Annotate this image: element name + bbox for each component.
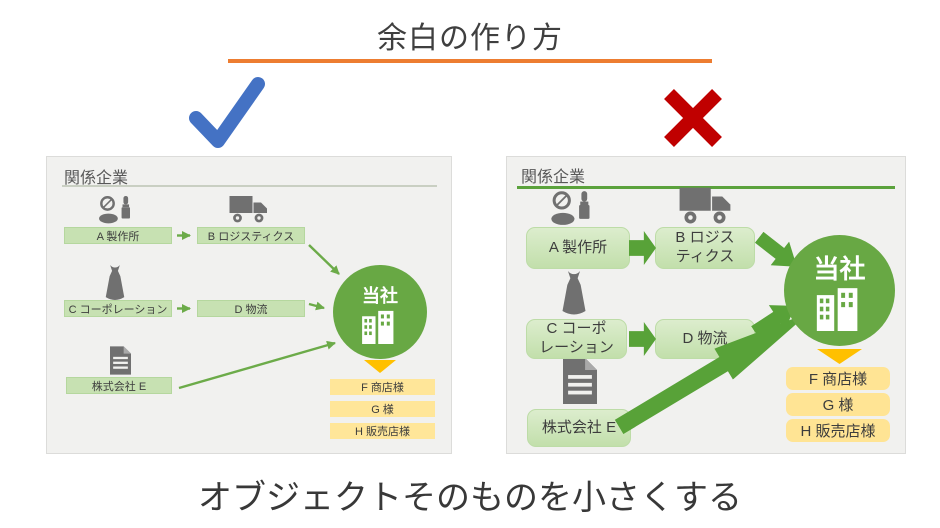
arrow-c-to-d (629, 322, 656, 356)
arrow-d-to-company (308, 301, 325, 311)
truck-icon (229, 194, 269, 225)
node-a-box: A 製作所 (526, 227, 630, 269)
arrow-b-to-company (308, 244, 340, 275)
node-b-box: B ロジス ティクス (655, 227, 755, 269)
page-title: 余白の作り方 (377, 22, 563, 55)
cross-icon (662, 87, 724, 149)
customer-h-box: H 販売店様 (786, 419, 890, 442)
buildings-icon (814, 287, 866, 331)
node-c-box: C コーポレーション (64, 300, 172, 317)
customer-f-box: F 商店様 (786, 367, 890, 390)
document-icon (563, 357, 597, 405)
cosmetics-icon (547, 190, 595, 227)
customer-g-box: G 様 (330, 401, 435, 417)
customer-g-box: G 様 (786, 393, 890, 416)
good-header-rule (62, 185, 437, 187)
company-label: 当社 (813, 254, 866, 284)
node-e-box: 株式会社 E (66, 377, 172, 394)
truck-icon (678, 185, 734, 227)
dress-icon (102, 265, 128, 302)
node-d-box: D 物流 (197, 300, 305, 317)
page-caption: オブジェクトそのものを小さくする (198, 479, 742, 517)
arrow-e-to-company (178, 340, 336, 390)
customer-f-box: F 商店様 (330, 379, 435, 395)
company-circle: 当社 (333, 265, 427, 359)
check-icon (186, 76, 268, 152)
down-triangle-icon (817, 349, 862, 364)
good-panel-header: 関係企業 (64, 170, 129, 187)
node-b-box: B ロジスティクス (197, 227, 305, 244)
node-c-box: C コーポ レーション (526, 319, 627, 359)
good-panel: 関係企業 (46, 156, 452, 454)
bad-panel-header: 関係企業 (521, 169, 586, 186)
buildings-icon (360, 310, 400, 344)
document-icon (110, 346, 131, 375)
flow-arrows (177, 231, 340, 390)
cosmetics-icon (96, 195, 134, 225)
title-underline (228, 59, 712, 63)
bad-panel: 関係企業 (506, 156, 906, 454)
bad-header-rule (517, 186, 895, 189)
customer-h-box: H 販売店様 (330, 423, 435, 439)
node-e-box: 株式会社 E (527, 409, 631, 447)
node-d-box: D 物流 (655, 319, 755, 359)
arrow-a-to-b (629, 231, 656, 265)
dress-icon (558, 271, 590, 317)
company-label: 当社 (362, 286, 398, 306)
company-circle: 当社 (784, 235, 895, 346)
node-a-box: A 製作所 (64, 227, 172, 244)
